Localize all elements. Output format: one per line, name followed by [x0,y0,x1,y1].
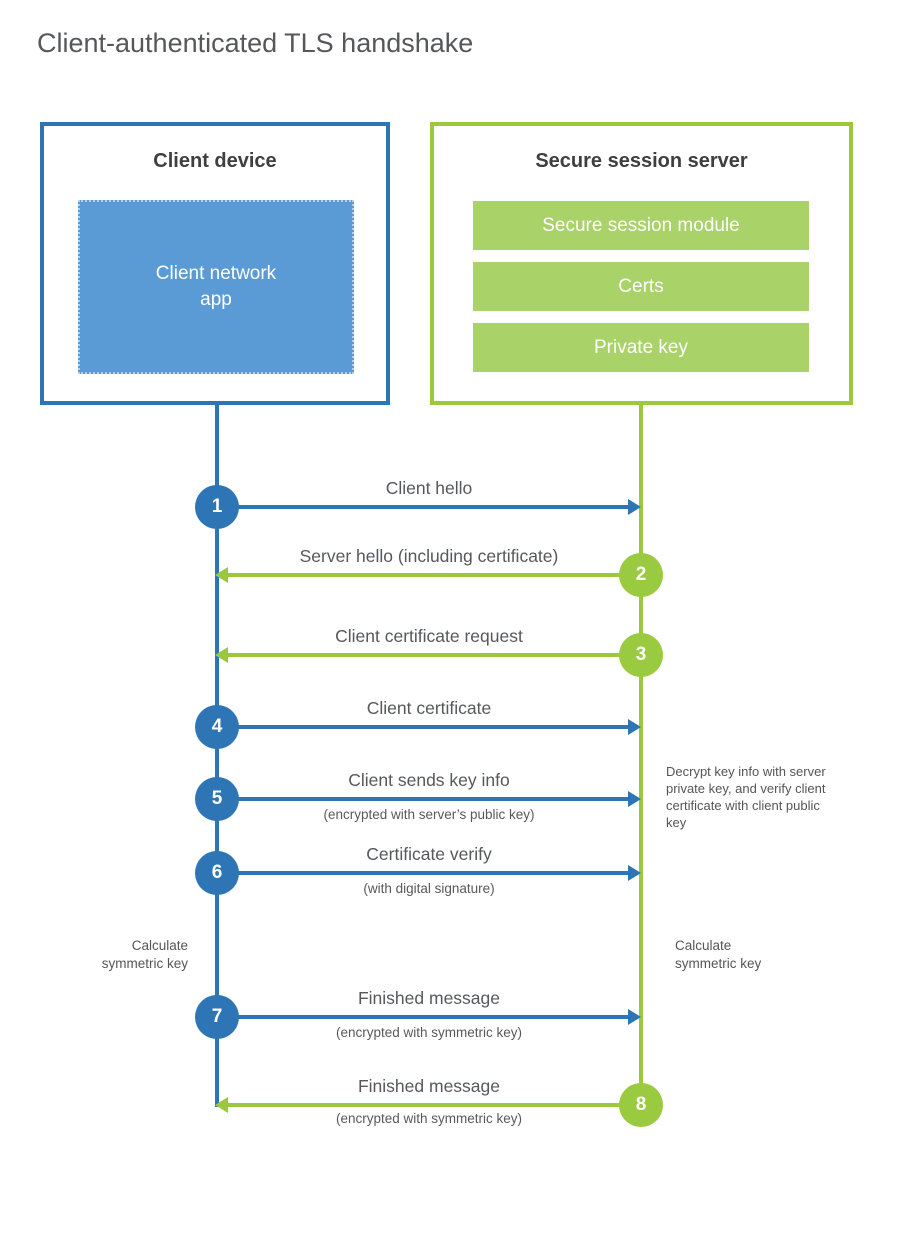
client-network-app-label: Client network app [155,263,277,310]
step4-circle: 4 [195,705,239,749]
step1-label: Client hello [385,478,473,498]
step4-label: Client certificate [366,698,492,718]
step6-sublabel: (with digital signature) [363,881,495,896]
server-module-secure-session: Secure session module [473,201,809,250]
step8-circle: 8 [619,1083,663,1127]
step5-arrow [217,797,628,801]
client-lifeline [215,404,219,1107]
step6-label: Certificate verify [366,844,492,864]
calc-symmetric-key-right: Calculate symmetric key [675,938,762,971]
step2-circle: 2 [619,553,663,597]
decrypt-note: Decrypt key info with server private key… [666,764,826,830]
step1-arrow [217,505,628,509]
server-module-certs: Certs [473,262,809,311]
step2-label: Server hello (including certificate) [299,546,559,566]
step8-sublabel: (encrypted with symmetric key) [335,1111,523,1126]
client-device-heading: Client device [153,150,277,172]
calc-symmetric-key-left: Calculate symmetric key [101,938,188,971]
server-lifeline [639,404,643,1105]
server-heading: Secure session server [535,150,748,172]
client-device-box: Client device Client network app [40,122,390,405]
step5-circle: 5 [195,777,239,821]
step3-label: Client certificate request [335,626,523,646]
step6-circle: 6 [195,851,239,895]
step7-arrow [217,1015,628,1019]
step7-sublabel: (encrypted with symmetric key) [335,1025,523,1040]
step5-sublabel: (encrypted with server’s public key) [323,807,535,822]
step7-label: Finished message [357,988,501,1008]
step5-label: Client sends key info [348,770,510,790]
client-network-app-box: Client network app [78,200,354,374]
step1-circle: 1 [195,485,239,529]
step3-arrow [228,653,641,657]
step3-circle: 3 [619,633,663,677]
step4-arrow [217,725,628,729]
step7-circle: 7 [195,995,239,1039]
secure-session-server-box: Secure session server Secure session mod… [430,122,853,405]
step8-arrow [228,1103,641,1107]
page-title: Client-authenticated TLS handshake [37,28,474,58]
step8-label: Finished message [357,1076,501,1096]
step6-arrow [217,871,628,875]
step2-arrow [228,573,641,577]
server-module-private-key: Private key [473,323,809,372]
